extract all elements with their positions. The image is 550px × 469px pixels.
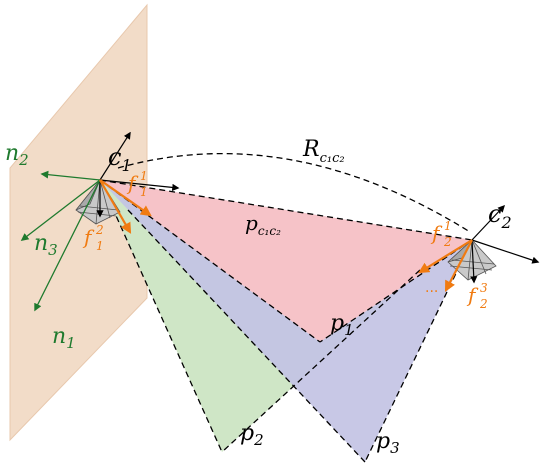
feature-rays bbox=[99, 179, 473, 292]
label-c2: c2 bbox=[488, 200, 512, 232]
edge-c2-p3 bbox=[364, 264, 461, 463]
label-f1-2-sup: 2 bbox=[95, 223, 104, 237]
label-p1: p1 bbox=[330, 311, 354, 339]
label-p-c1c2: pc₁c₂ bbox=[245, 211, 281, 238]
normal-n3-arrow bbox=[20, 179, 101, 241]
axes-c1 bbox=[96, 131, 180, 218]
label-p3: p3 bbox=[376, 429, 400, 457]
edge-c1-p3 bbox=[127, 209, 366, 463]
label-f1-1-sub: 1 bbox=[140, 185, 148, 199]
label-f2-3: f bbox=[466, 283, 479, 307]
label-n3: n3 bbox=[34, 231, 58, 259]
label-n2: n2 bbox=[5, 141, 29, 169]
label-f1-2-sub: 1 bbox=[96, 239, 104, 253]
normal-n1-arrow bbox=[34, 179, 101, 312]
label-f1-1-sup: 1 bbox=[140, 169, 148, 183]
label-c1: c1 bbox=[108, 143, 132, 175]
edge-c2-p1 bbox=[319, 239, 473, 343]
edge-c1-c2 bbox=[99, 179, 473, 241]
label-dots: ··· bbox=[425, 284, 438, 300]
normals bbox=[20, 170, 101, 312]
label-rotation: Rc₁c₂ bbox=[302, 137, 345, 166]
label-f2-1-sub: 2 bbox=[443, 235, 452, 249]
label-f2-3-sub: 2 bbox=[479, 297, 488, 311]
normal-n2-arrow bbox=[40, 170, 101, 181]
region-red bbox=[100, 180, 472, 342]
label-n1: n1 bbox=[52, 324, 76, 352]
edge-c2-p2 bbox=[221, 269, 421, 453]
label-p2: p2 bbox=[240, 421, 264, 449]
label-f2-3-sup: 3 bbox=[480, 281, 488, 295]
axes-c2 bbox=[470, 204, 540, 284]
rotation-arc bbox=[117, 152, 471, 233]
label-f2-1-sup: 1 bbox=[444, 219, 452, 233]
